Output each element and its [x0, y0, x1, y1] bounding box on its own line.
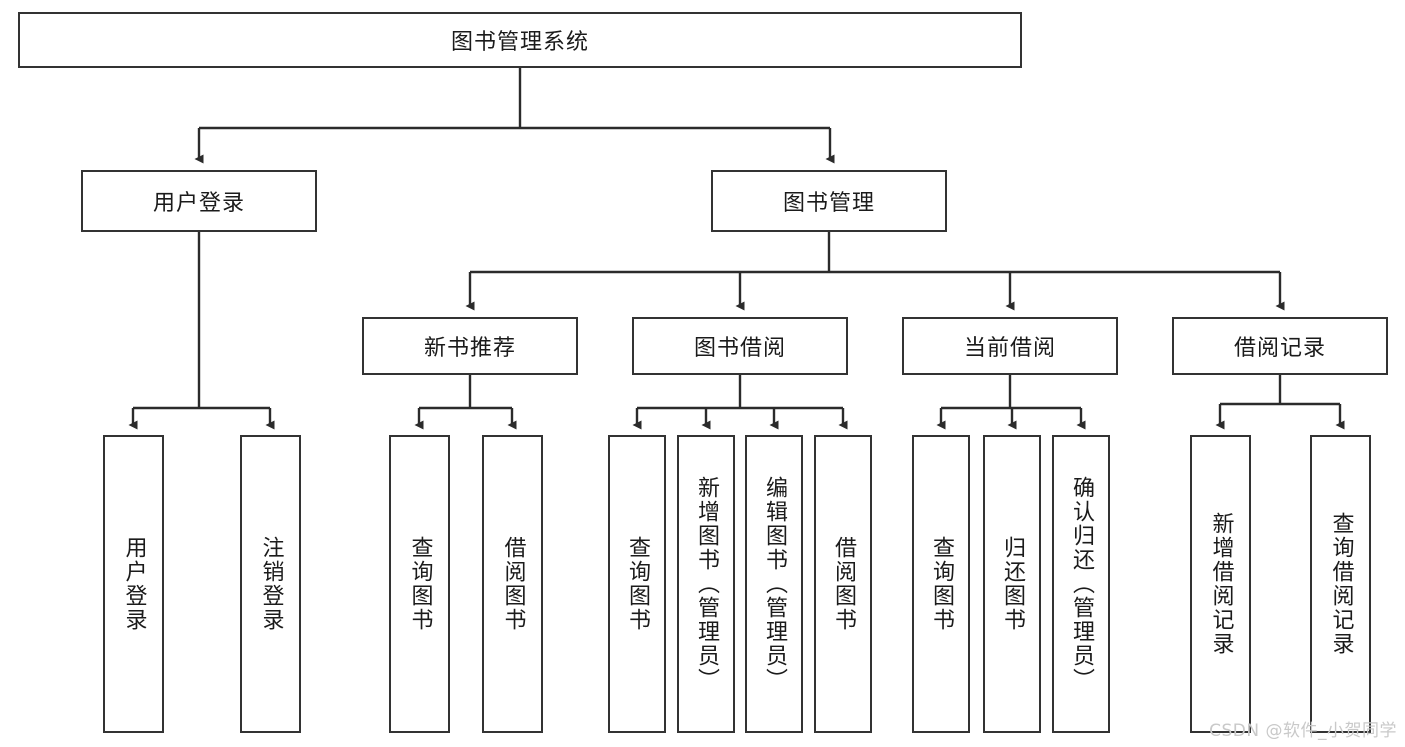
node-book-borrow[interactable]: 图书借阅 — [632, 317, 848, 375]
node-leaf-return-book[interactable]: 归还图书 — [983, 435, 1041, 733]
node-leaf-user-login[interactable]: 用户登录 — [103, 435, 164, 733]
node-label: 查询借阅记录 — [1328, 512, 1354, 656]
node-label: 查询图书 — [407, 536, 433, 632]
node-label: 图书借阅 — [693, 336, 786, 361]
node-leaf-borrow-book-new-rec[interactable]: 借阅图书 — [482, 435, 543, 733]
node-current-borrow[interactable]: 当前借阅 — [902, 317, 1118, 375]
node-book-management[interactable]: 图书管理 — [711, 170, 947, 232]
node-leaf-query-borrow-record[interactable]: 查询借阅记录 — [1310, 435, 1371, 733]
node-leaf-query-book-borrow[interactable]: 查询图书 — [608, 435, 666, 733]
node-borrow-record[interactable]: 借阅记录 — [1172, 317, 1388, 375]
node-label: 编辑图书（管理员） — [762, 476, 787, 692]
node-label: 当前借阅 — [963, 336, 1056, 361]
node-label: 新增图书（管理员） — [694, 476, 719, 692]
node-new-book-recommendation[interactable]: 新书推荐 — [362, 317, 578, 375]
node-label: 借阅记录 — [1233, 336, 1326, 361]
node-label: 归还图书 — [1000, 536, 1025, 632]
node-label: 确认归还（管理员） — [1069, 476, 1094, 692]
node-leaf-query-book-new-rec[interactable]: 查询图书 — [389, 435, 450, 733]
node-label: 借阅图书 — [831, 536, 856, 632]
node-leaf-add-book-admin[interactable]: 新增图书（管理员） — [677, 435, 735, 733]
node-leaf-query-book-current[interactable]: 查询图书 — [912, 435, 970, 733]
node-leaf-borrow-book[interactable]: 借阅图书 — [814, 435, 872, 733]
node-label: 查询图书 — [929, 536, 954, 632]
node-label: 用户登录 — [152, 191, 245, 216]
node-label: 借阅图书 — [500, 536, 526, 632]
node-label: 图书管理 — [782, 191, 875, 216]
node-user-login[interactable]: 用户登录 — [81, 170, 317, 232]
watermark-text: CSDN @软件_小贺同学 — [1209, 721, 1397, 741]
node-label: 查询图书 — [625, 536, 650, 632]
node-label: 注销登录 — [258, 536, 284, 632]
node-label: 图书管理系统 — [450, 30, 589, 55]
node-leaf-edit-book-admin[interactable]: 编辑图书（管理员） — [745, 435, 803, 733]
node-leaf-add-borrow-record[interactable]: 新增借阅记录 — [1190, 435, 1251, 733]
node-leaf-confirm-return-admin[interactable]: 确认归还（管理员） — [1052, 435, 1110, 733]
node-label: 新书推荐 — [423, 336, 516, 361]
node-label: 用户登录 — [121, 536, 147, 632]
node-root-book-management-system[interactable]: 图书管理系统 — [18, 12, 1022, 68]
node-leaf-logout[interactable]: 注销登录 — [240, 435, 301, 733]
node-label: 新增借阅记录 — [1208, 512, 1234, 656]
